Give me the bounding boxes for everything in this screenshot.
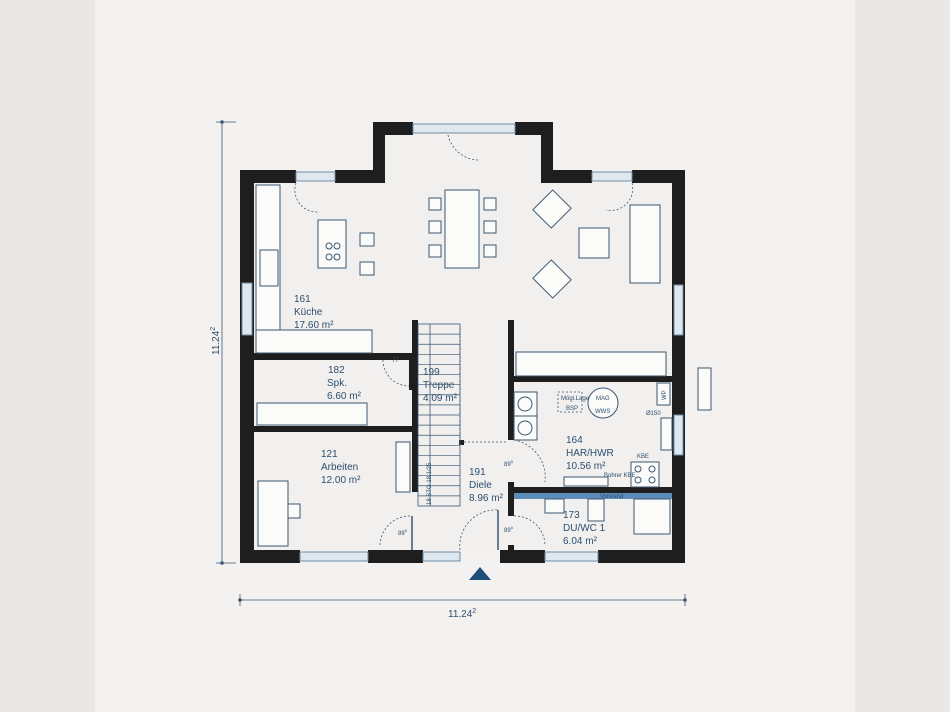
dining-table xyxy=(428,189,497,269)
svg-text:6.60 m²: 6.60 m² xyxy=(327,391,362,402)
room-hwr[interactable]: 164 HAR/HWR 10.56 m² xyxy=(566,435,614,472)
svg-text:12.00 m²: 12.00 m² xyxy=(321,475,361,486)
room-treppe[interactable]: 199 Treppe 4.09 m² xyxy=(423,367,458,404)
door-width-spk: 77 xyxy=(392,358,399,364)
note-lage2: BSP xyxy=(566,406,578,412)
svg-text:Diele: Diele xyxy=(469,480,492,491)
kbe-label: KBE xyxy=(637,454,649,460)
mag-label: MAG xyxy=(596,396,610,402)
svg-text:191: 191 xyxy=(469,467,486,478)
svg-text:Küche: Küche xyxy=(294,307,323,318)
living-furniture xyxy=(515,189,667,377)
chair xyxy=(287,503,301,519)
wp-label: WP xyxy=(662,390,668,400)
dimension-horizontal xyxy=(238,594,687,606)
desk xyxy=(257,480,289,547)
svg-text:4.09 m²: 4.09 m² xyxy=(423,393,458,404)
svg-text:8.96 m²: 8.96 m² xyxy=(469,493,504,504)
wws-label: WWS xyxy=(595,409,610,415)
svg-text:10.56 m²: 10.56 m² xyxy=(566,461,606,472)
room-arbeiten[interactable]: 121 Arbeiten 12.00 m² xyxy=(321,449,361,486)
svg-text:HAR/HWR: HAR/HWR xyxy=(566,448,614,459)
svg-text:Spk.: Spk. xyxy=(327,378,347,389)
note-lage: Mögl.Lage xyxy=(561,396,590,402)
dimension-width: 11.242 xyxy=(448,608,476,620)
svg-text:Arbeiten: Arbeiten xyxy=(321,462,358,473)
bathroom-furniture xyxy=(544,498,671,535)
shelf xyxy=(256,402,368,426)
svg-text:121: 121 xyxy=(321,449,338,460)
outer-walls xyxy=(240,122,685,563)
interior-walls xyxy=(254,320,672,550)
stair-label: 18 STG 18.1/25 xyxy=(427,462,433,505)
door-width-du: 895 xyxy=(504,525,514,534)
pipe-label: Ø150 xyxy=(646,411,661,417)
svg-text:17.60 m²: 17.60 m² xyxy=(294,320,334,331)
entrance-marker-icon xyxy=(469,567,491,580)
svg-text:161: 161 xyxy=(294,294,311,305)
doors[interactable] xyxy=(294,134,634,551)
windows xyxy=(241,123,712,562)
svg-text:Treppe: Treppe xyxy=(423,380,455,391)
room-kueche[interactable]: 161 Küche 17.60 m² xyxy=(294,294,334,331)
room-diele[interactable]: 191 Diele 8.96 m² xyxy=(469,467,504,504)
svg-text:199: 199 xyxy=(423,367,440,378)
utility-furniture xyxy=(513,382,673,488)
door-width-hwr: 895 xyxy=(504,459,514,468)
room-spk[interactable]: 182 Spk. 6.60 m² xyxy=(327,365,362,402)
kitchen-furniture xyxy=(255,184,375,354)
band-label: Vorwand xyxy=(600,494,623,500)
door-width-arbeiten: 895 xyxy=(398,528,408,537)
dimension-vertical xyxy=(216,120,236,565)
dimension-height: 11.242 xyxy=(210,327,222,355)
cabinet xyxy=(395,441,411,493)
room-du-wc[interactable]: 173 DU/WC 1 6.04 m² xyxy=(563,510,606,547)
svg-text:DU/WC 1: DU/WC 1 xyxy=(563,523,606,534)
svg-text:164: 164 xyxy=(566,435,583,446)
kbe-note: Bohrer KBE xyxy=(604,473,636,479)
svg-text:182: 182 xyxy=(328,365,345,376)
svg-text:6.04 m²: 6.04 m² xyxy=(563,536,598,547)
svg-text:173: 173 xyxy=(563,510,580,521)
